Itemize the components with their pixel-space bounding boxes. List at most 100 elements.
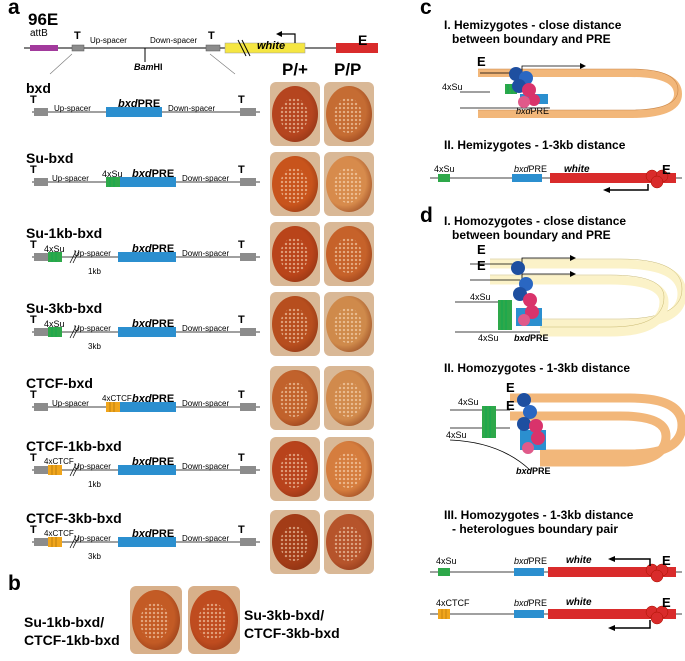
ommatidia-texture	[280, 453, 308, 489]
eye-image-p-plus	[270, 292, 320, 356]
construct-map	[32, 463, 260, 477]
construct-map	[32, 535, 260, 549]
t-block	[240, 538, 256, 546]
t-label: T	[30, 389, 37, 401]
su-block	[106, 177, 120, 187]
up-spacer-label: Up-spacer	[74, 462, 111, 471]
down-spacer-top-label: Down-spacer	[150, 36, 198, 45]
locus-label: 96E	[28, 10, 59, 29]
eye-image-p-p	[324, 437, 374, 501]
t-label: T	[30, 164, 37, 176]
t-label: T	[30, 239, 37, 251]
panel-d-bxdpre-label-3a: bxdPRE	[514, 556, 547, 566]
panel-d-bxdpre-1-prefix: bxd	[514, 333, 531, 343]
eye-image-p-plus	[270, 366, 320, 430]
bxdpre-block	[118, 177, 176, 187]
construct-map	[32, 107, 260, 117]
bxdpre-block	[118, 537, 176, 547]
panel-d-white-label-3a: white	[566, 555, 592, 566]
t-label: T	[238, 239, 245, 251]
bxdpre-block	[118, 327, 176, 337]
up-spacer-label: Up-spacer	[74, 534, 111, 543]
panel-b-left-label-1: Su-1kb-bxd/	[24, 614, 105, 630]
panel-d-e-label-1a: E	[477, 242, 486, 257]
ommatidia-texture	[334, 98, 362, 134]
down-spacer-label: Down-spacer	[182, 174, 230, 183]
eye-image-p-p	[324, 366, 374, 430]
panel-d-e-label-2a: E	[506, 380, 515, 395]
panel-c-e-label-1: E	[477, 54, 486, 69]
ctcf-block	[48, 537, 62, 547]
bxdpre-prefix: bxd	[118, 98, 138, 110]
eye-image-p-p	[324, 152, 374, 216]
ctcf-label: 4xCTCF	[44, 457, 74, 466]
spacer-length-label: 1kb	[88, 267, 101, 276]
down-spacer-label: Down-spacer	[182, 399, 230, 408]
panel-c-su-label-1: 4xSu	[442, 82, 463, 92]
bxdpre-suffix: PRE	[151, 168, 175, 180]
ommatidia-texture	[334, 168, 362, 204]
panel-b-left-label-2: CTCF-1kb-bxd	[24, 632, 120, 648]
panel-b-right-label-2: CTCF-3kb-bxd	[244, 625, 340, 641]
header-p-plus: P/+	[282, 60, 308, 79]
su-label: 4xSu	[102, 169, 123, 179]
bxdpre-prefix: bxd	[132, 393, 152, 405]
up-spacer-label: Up-spacer	[74, 249, 111, 258]
panel-d-heading-2: II. Homozygotes - 1-3kb distance	[444, 361, 631, 375]
ommatidia-texture	[334, 382, 362, 418]
su-label: 4xSu	[44, 244, 65, 254]
spacer-length-label: 3kb	[88, 342, 101, 351]
panel-d-homozygote-close-diagram	[455, 255, 685, 337]
bxdpre-label: bxdPRE	[132, 318, 174, 330]
white-gene-bar	[224, 42, 306, 54]
construct-map	[32, 250, 260, 264]
panel-c-bxdpre-1-prefix: bxd	[516, 106, 531, 116]
bamhi-label: BamHI	[134, 62, 163, 72]
panel-c-hemizygote-close-diagram	[460, 63, 683, 118]
spacer-length-label: 1kb	[88, 480, 101, 489]
panel-d-ctcf-label-3: 4xCTCF	[436, 598, 470, 608]
panel-d-bxdpre-1-suffix: PRE	[530, 333, 549, 343]
panel-d-heterologous-diagram	[430, 556, 682, 631]
bxdpre-label: bxdPRE	[132, 528, 174, 540]
panel-d-e-label-3a: E	[662, 553, 671, 568]
panel-c-e-label-2: E	[662, 162, 671, 177]
t-block	[240, 253, 256, 261]
bamhi-suffix: HI	[153, 62, 163, 72]
up-spacer-label: Up-spacer	[52, 399, 89, 408]
panel-d-homozygote-distant-diagram	[449, 393, 685, 471]
panel-d-heading-1-line2: between boundary and PRE	[452, 228, 611, 242]
attb-label: attB	[30, 28, 48, 39]
down-spacer-label: Down-spacer	[182, 249, 230, 258]
ommatidia-texture	[280, 526, 308, 562]
eye-image-p-p	[324, 222, 374, 286]
panel-d-bxdpre-label-3b: bxdPRE	[514, 598, 547, 608]
t-block	[34, 178, 48, 186]
panel-d-su-label-2a: 4xSu	[458, 397, 479, 407]
t-block-right	[205, 44, 221, 52]
ommatidia-texture	[334, 238, 362, 274]
top-locus-map	[24, 31, 378, 75]
t-block	[34, 253, 48, 261]
bxdpre-block	[118, 402, 176, 412]
enhancer-bar	[336, 43, 378, 53]
t-block	[240, 108, 256, 116]
attb-site	[30, 45, 58, 51]
panel-label-a: a	[8, 0, 20, 19]
t-block	[240, 328, 256, 336]
panel-d-e-label-3b: E	[662, 595, 671, 610]
construct-name: CTCF-bxd	[26, 375, 93, 391]
su-block	[48, 327, 62, 337]
panel-label-d: d	[420, 204, 433, 227]
t-label: T	[30, 94, 37, 106]
eye-image-p-p	[324, 82, 374, 146]
t-block-left	[71, 44, 85, 52]
panel-d-bxdpre-label-2: bxdPRE	[516, 466, 551, 476]
bxdpre-suffix: PRE	[151, 528, 175, 540]
panel-d-e-label-1b: E	[477, 258, 486, 273]
panel-d-su-label-1a: 4xSu	[470, 292, 491, 302]
t-label: T	[238, 389, 245, 401]
eye-image-p-p	[324, 292, 374, 356]
construct-name: Su-bxd	[26, 150, 74, 166]
panel-b-right-label-1: Su-3kb-bxd/	[244, 607, 325, 623]
